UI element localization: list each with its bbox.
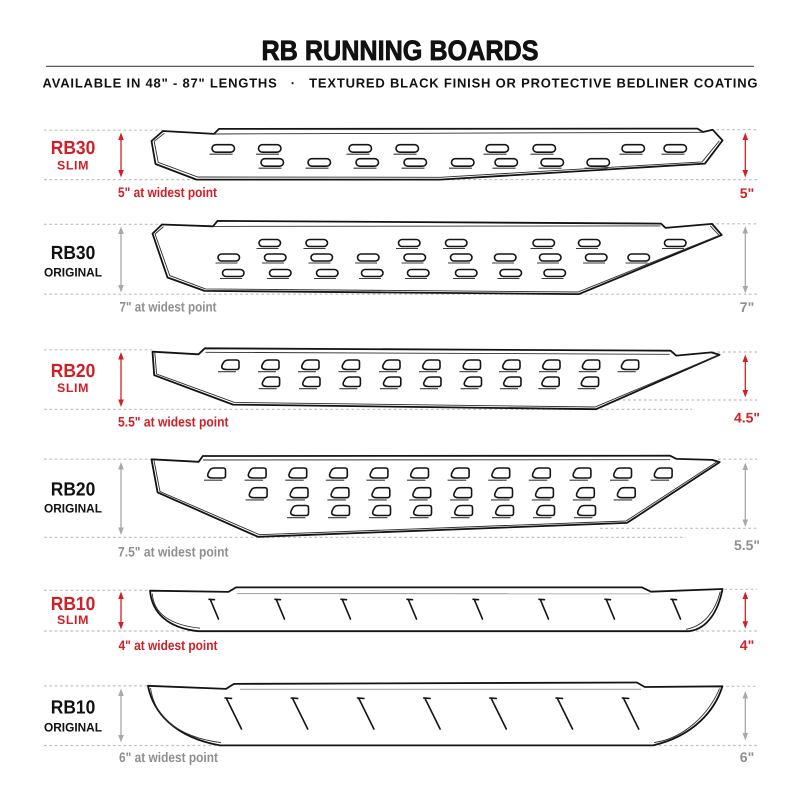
svg-text:4.5": 4.5" <box>734 410 760 426</box>
svg-text:5" at widest point: 5" at widest point <box>118 185 217 200</box>
svg-text:RB30: RB30 <box>51 243 96 264</box>
svg-text:ORIGINAL: ORIGINAL <box>44 502 102 516</box>
svg-text:5.5": 5.5" <box>734 537 760 553</box>
svg-text:RB10: RB10 <box>51 698 96 719</box>
svg-text:SLIM: SLIM <box>57 613 89 627</box>
svg-text:6" at widest point: 6" at widest point <box>119 750 218 765</box>
svg-text:4" at widest point: 4" at widest point <box>119 638 218 653</box>
svg-text:4": 4" <box>740 637 754 653</box>
svg-text:ORIGINAL: ORIGINAL <box>44 721 102 735</box>
svg-text:5": 5" <box>740 185 754 201</box>
svg-text:RB30: RB30 <box>51 138 96 159</box>
svg-text:ORIGINAL: ORIGINAL <box>44 265 102 279</box>
svg-text:RB20: RB20 <box>51 480 96 501</box>
svg-text:RB10: RB10 <box>51 594 96 615</box>
svg-text:SLIM: SLIM <box>57 381 89 395</box>
svg-text:5.5" at widest point: 5.5" at widest point <box>118 414 229 429</box>
svg-text:RB RUNNING BOARDS: RB RUNNING BOARDS <box>262 35 539 66</box>
svg-text:7" at widest point: 7" at widest point <box>120 299 217 314</box>
svg-text:7.5" at widest point: 7.5" at widest point <box>118 545 229 560</box>
svg-text:RB20: RB20 <box>51 361 96 382</box>
svg-text:AVAILABLE IN 48" - 87" LENGTHS: AVAILABLE IN 48" - 87" LENGTHS · TEXTURE… <box>43 76 758 91</box>
svg-text:7": 7" <box>740 299 754 315</box>
svg-text:6": 6" <box>740 749 754 765</box>
svg-text:SLIM: SLIM <box>57 158 89 172</box>
